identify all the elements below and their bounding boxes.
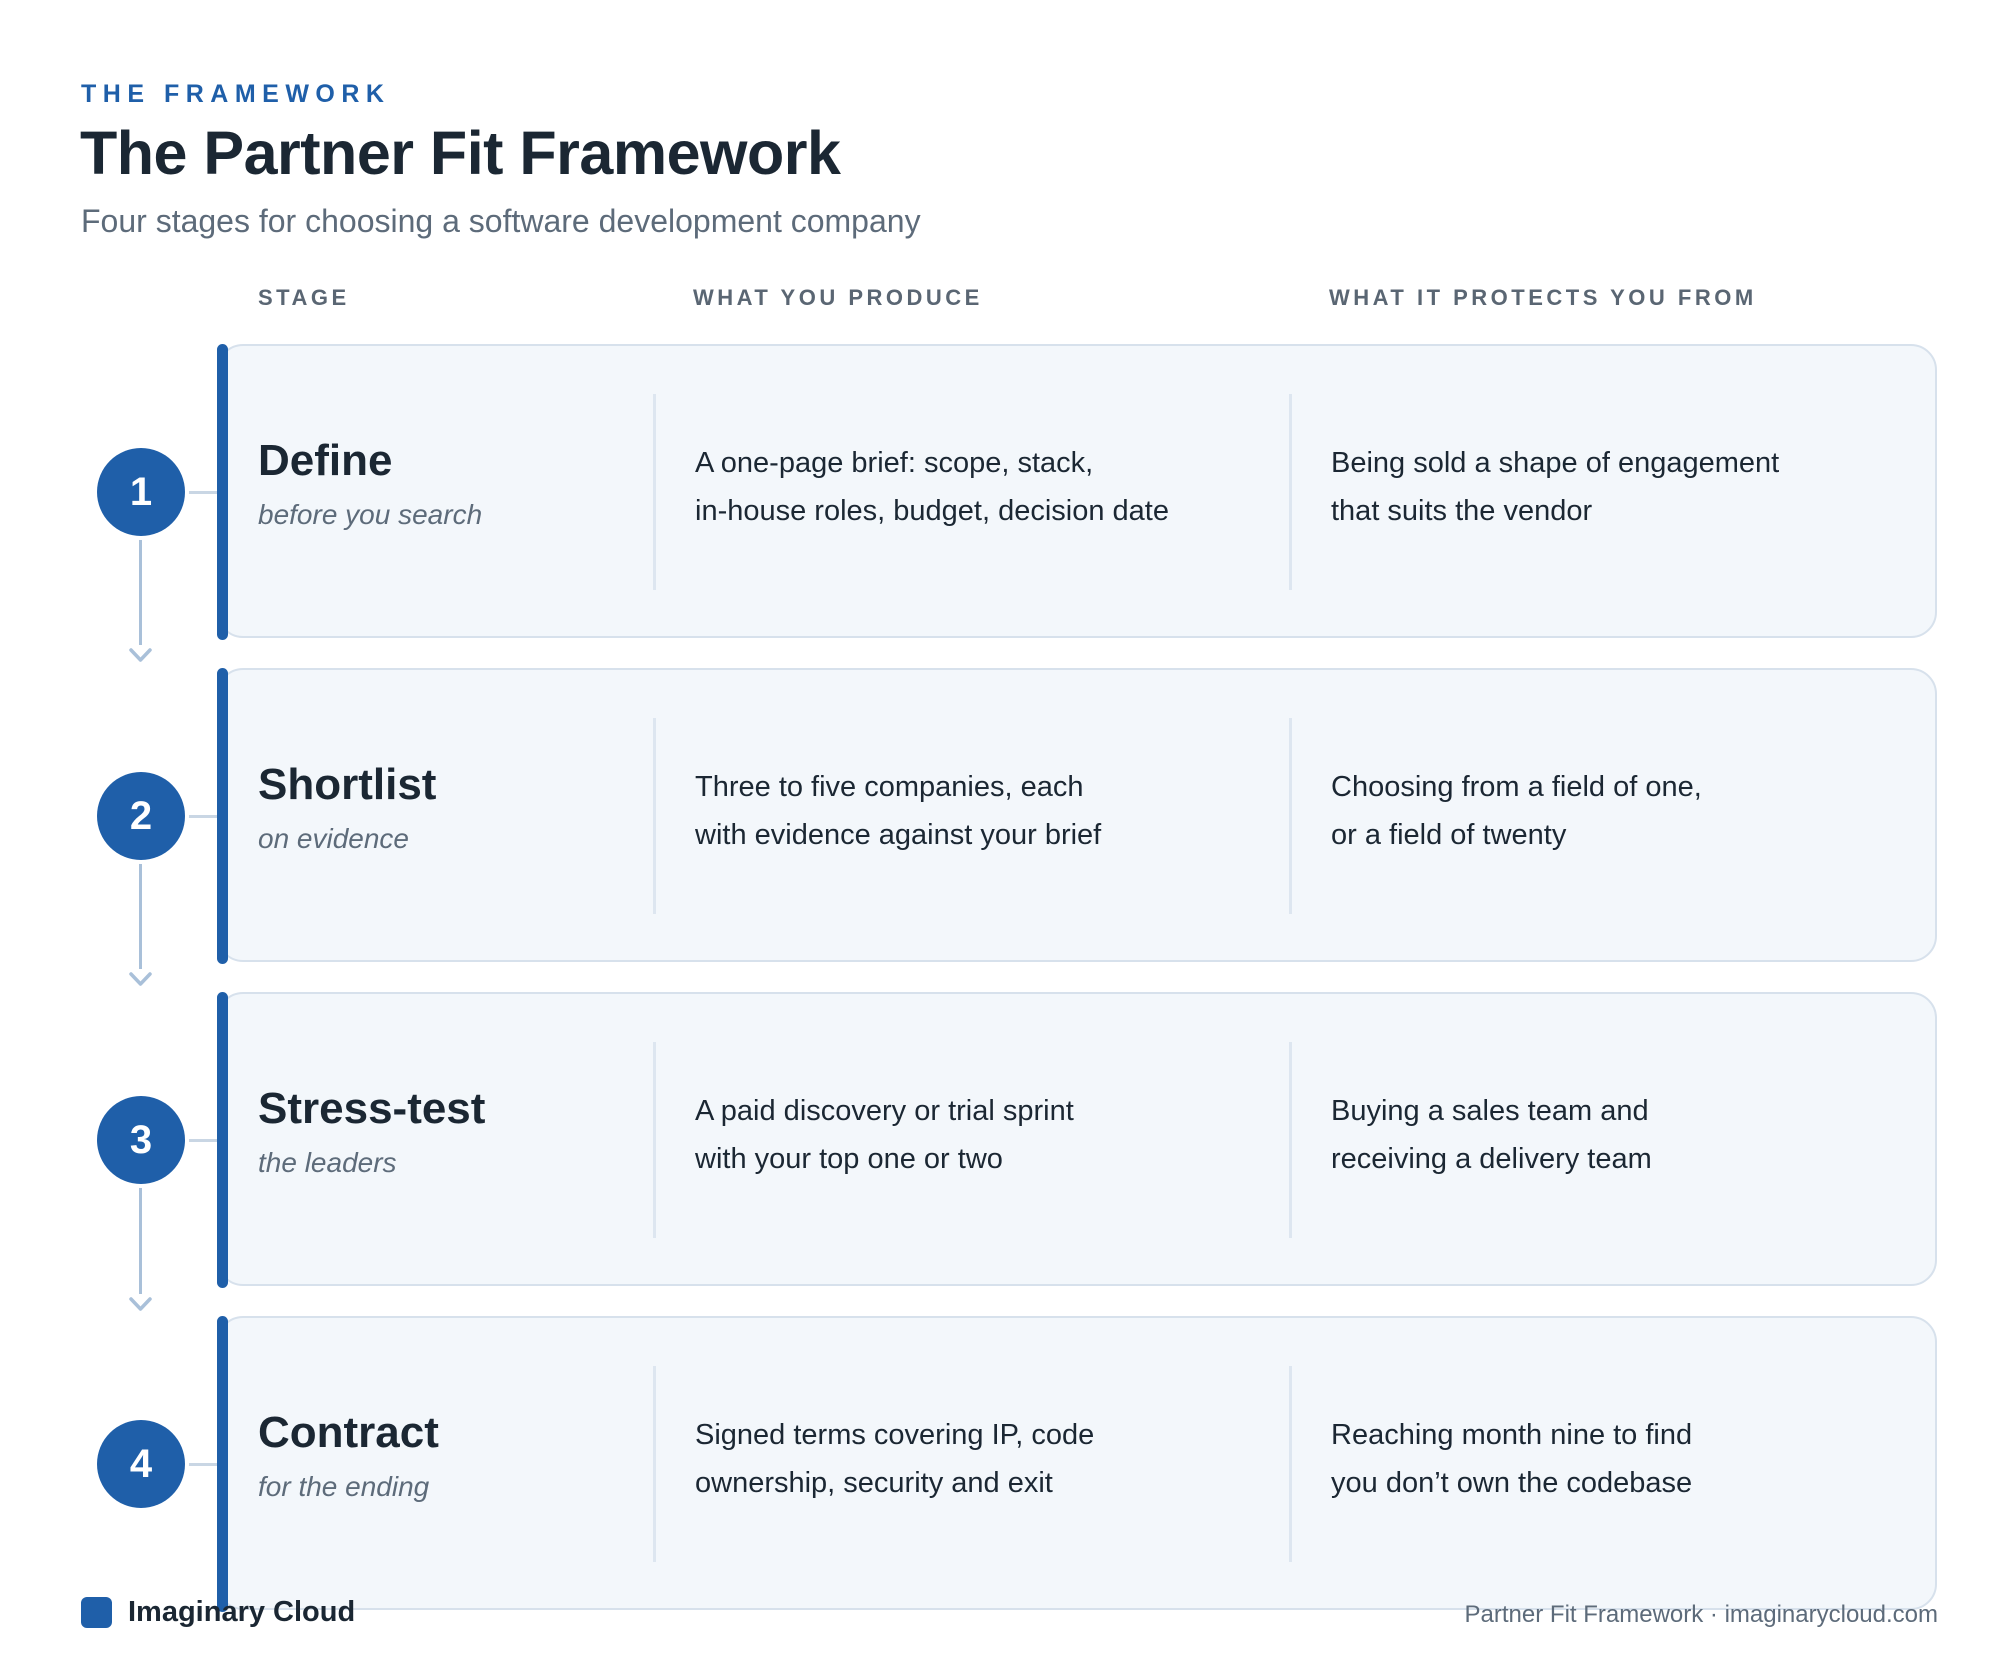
protects-line: Reaching month nine to find [1331, 1419, 1693, 1451]
eyebrow: THE FRAMEWORK [81, 80, 391, 108]
protects-text: Buying a sales team and receiving a deli… [1331, 1087, 1652, 1183]
timeline-segment [139, 535, 142, 645]
stage-subtitle: for the ending [258, 1471, 430, 1502]
page-subtitle: Four stages for choosing a software deve… [81, 203, 921, 239]
stage-name: Define [258, 436, 393, 485]
protects-line: Buying a sales team and [1331, 1095, 1649, 1127]
stage-subtitle: on evidence [258, 823, 410, 854]
protects-line: you don’t own the codebase [1331, 1467, 1693, 1499]
timeline-segment [139, 1184, 142, 1294]
stage-connector [180, 815, 218, 818]
chevron-down-icon [129, 648, 152, 662]
stage-accent-bar [217, 1316, 228, 1612]
column-divider [1289, 1366, 1292, 1562]
produce-text: Three to five companies, each with evide… [695, 763, 1101, 859]
stage-number-badge: 2 [97, 772, 185, 860]
column-header-stage: STAGE [258, 285, 350, 310]
stage-name: Stress-test [258, 1084, 486, 1133]
column-divider [653, 1042, 656, 1238]
column-divider [1289, 718, 1292, 914]
footer-credit: Partner Fit Framework · imaginarycloud.c… [1464, 1601, 1938, 1628]
protects-line: Choosing from a field of one, [1331, 771, 1702, 803]
stage-accent-bar [217, 668, 228, 964]
stage-name: Contract [258, 1408, 439, 1457]
protects-line: receiving a delivery team [1331, 1143, 1652, 1175]
brand-logo-icon [81, 1597, 112, 1628]
produce-line: with evidence against your brief [695, 819, 1102, 851]
stage-connector [180, 1463, 218, 1466]
stage-name: Shortlist [258, 760, 437, 809]
stage-number-badge: 1 [97, 448, 185, 536]
column-header-produce: WHAT YOU PRODUCE [693, 285, 983, 310]
column-divider [653, 718, 656, 914]
produce-line: in-house roles, budget, decision date [695, 495, 1169, 527]
stage-card-shortlist: Shortlist on evidence Three to five comp… [217, 668, 1937, 962]
produce-line: Signed terms covering IP, code [695, 1419, 1095, 1451]
protects-text: Reaching month nine to find you don’t ow… [1331, 1411, 1692, 1507]
stage-card-stress-test: Stress-test the leaders A paid discovery… [217, 992, 1937, 1286]
produce-line: ownership, security and exit [695, 1467, 1053, 1499]
chevron-down-icon [129, 972, 152, 986]
column-divider [1289, 394, 1292, 590]
stage-subtitle: before you search [258, 499, 483, 530]
produce-line: with your top one or two [695, 1143, 1003, 1175]
produce-text: A paid discovery or trial sprint with yo… [695, 1087, 1074, 1183]
timeline-segment [139, 859, 142, 969]
produce-line: A one-page brief: scope, stack, [695, 447, 1094, 479]
produce-line: Three to five companies, each [695, 771, 1084, 803]
column-divider [653, 1366, 656, 1562]
protects-text: Choosing from a field of one, or a field… [1331, 763, 1702, 859]
produce-text: Signed terms covering IP, code ownership… [695, 1411, 1094, 1507]
protects-line: that suits the vendor [1331, 495, 1593, 527]
column-divider [653, 394, 656, 590]
stage-number-badge: 3 [97, 1096, 185, 1184]
protects-line: or a field of twenty [1331, 819, 1567, 851]
stage-number-badge: 4 [97, 1420, 185, 1508]
stage-connector [180, 491, 218, 494]
column-divider [1289, 1042, 1292, 1238]
column-header-protects: WHAT IT PROTECTS YOU FROM [1329, 285, 1757, 310]
protects-text: Being sold a shape of engagement that su… [1331, 439, 1779, 535]
page-title: The Partner Fit Framework [80, 119, 841, 187]
footer-brand: Imaginary Cloud [128, 1596, 356, 1628]
stage-connector [180, 1139, 218, 1142]
protects-line: Being sold a shape of engagement [1331, 447, 1780, 479]
stage-accent-bar [217, 992, 228, 1288]
stage-card-define: Define before you search A one-page brie… [217, 344, 1937, 638]
stage-accent-bar [217, 344, 228, 640]
produce-line: A paid discovery or trial sprint [695, 1095, 1074, 1127]
stage-subtitle: the leaders [258, 1147, 397, 1178]
stage-card-contract: Contract for the ending Signed terms cov… [217, 1316, 1937, 1610]
chevron-down-icon [129, 1297, 152, 1311]
produce-text: A one-page brief: scope, stack, in-house… [695, 439, 1169, 535]
